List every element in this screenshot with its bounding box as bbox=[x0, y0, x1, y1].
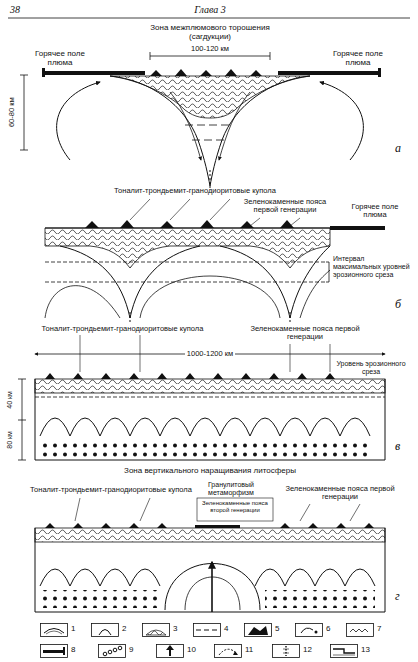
zone-label: Зона межплюмового торошения (сагдукции) bbox=[135, 24, 285, 42]
legend-number: 9 bbox=[129, 646, 133, 655]
legend-number: 12 bbox=[303, 646, 312, 655]
panel-letter: г bbox=[395, 590, 409, 603]
plume-label: Горячее поле плюма bbox=[328, 50, 388, 68]
dimension-label: 100-120 км bbox=[189, 45, 231, 53]
legend-swatch bbox=[40, 644, 68, 658]
axis-label: 80 км bbox=[6, 431, 14, 449]
belt-label: Зеленокаменные пояса первой генерации bbox=[235, 198, 335, 215]
legend-swatch bbox=[142, 623, 170, 637]
legend-number: 1 bbox=[71, 625, 75, 634]
belt-label: Зеленокаменные пояса первой генерации bbox=[285, 485, 395, 502]
dimension-label: 1000-1200 км bbox=[185, 350, 235, 358]
legend-number: 11 bbox=[245, 646, 253, 655]
dome-label: Тоналит-трондьемит-гранодиоритовые купол… bbox=[95, 187, 295, 195]
panel-letter: б bbox=[395, 298, 409, 311]
legend-swatch bbox=[91, 623, 119, 637]
belt-label: Зеленокаменные пояса второй генерации bbox=[200, 500, 270, 513]
legend-number: 5 bbox=[275, 625, 279, 634]
dome-label: Тоналит-трондьемит-гранодиоритовые купол… bbox=[25, 325, 220, 333]
legend-swatch bbox=[346, 623, 374, 637]
axis-label: 40 км bbox=[6, 391, 14, 409]
running-head: Глава 3 bbox=[160, 4, 260, 15]
legend-swatch bbox=[40, 623, 68, 637]
legend-swatch bbox=[330, 644, 358, 658]
legend-swatch bbox=[272, 644, 300, 658]
page-number: 38 bbox=[10, 4, 34, 15]
legend-swatch bbox=[98, 644, 126, 658]
legend-number: 6 bbox=[326, 625, 330, 634]
legend-swatch bbox=[156, 644, 184, 658]
legend-swatch bbox=[244, 623, 272, 637]
plume-label: Горячее поле плюма bbox=[30, 50, 90, 68]
panel-letter: а bbox=[395, 142, 409, 155]
legend-number: 4 bbox=[224, 625, 228, 634]
metamorphism-label: Гранулитовый метаморфизм bbox=[200, 481, 262, 497]
erosion-label: Интервал максимальных уровней эрозионног… bbox=[333, 255, 413, 278]
legend-number: 3 bbox=[173, 625, 177, 634]
legend-number: 8 bbox=[71, 646, 75, 655]
legend-number: 7 bbox=[377, 625, 381, 634]
belt-label: Зеленокаменные пояса первой генерации bbox=[245, 325, 365, 342]
legend-swatch bbox=[193, 623, 221, 637]
dome-label: Тоналит-трондьемит-гранодиоритовые купол… bbox=[25, 486, 197, 494]
erosion-label: Уровень эрозионного среза bbox=[332, 360, 410, 376]
legend-swatch bbox=[214, 644, 242, 658]
plume-label: Горячее поле плюма bbox=[345, 203, 405, 220]
panel-letter: в bbox=[395, 440, 409, 453]
legend-number: 10 bbox=[187, 646, 196, 655]
legend-number: 2 bbox=[122, 625, 126, 634]
legend-swatch bbox=[295, 623, 323, 637]
dimension-label: 60-80 км bbox=[8, 97, 16, 127]
zone-label: Зона вертикального наращивания литосферы bbox=[95, 467, 325, 476]
legend-number: 13 bbox=[361, 646, 370, 655]
